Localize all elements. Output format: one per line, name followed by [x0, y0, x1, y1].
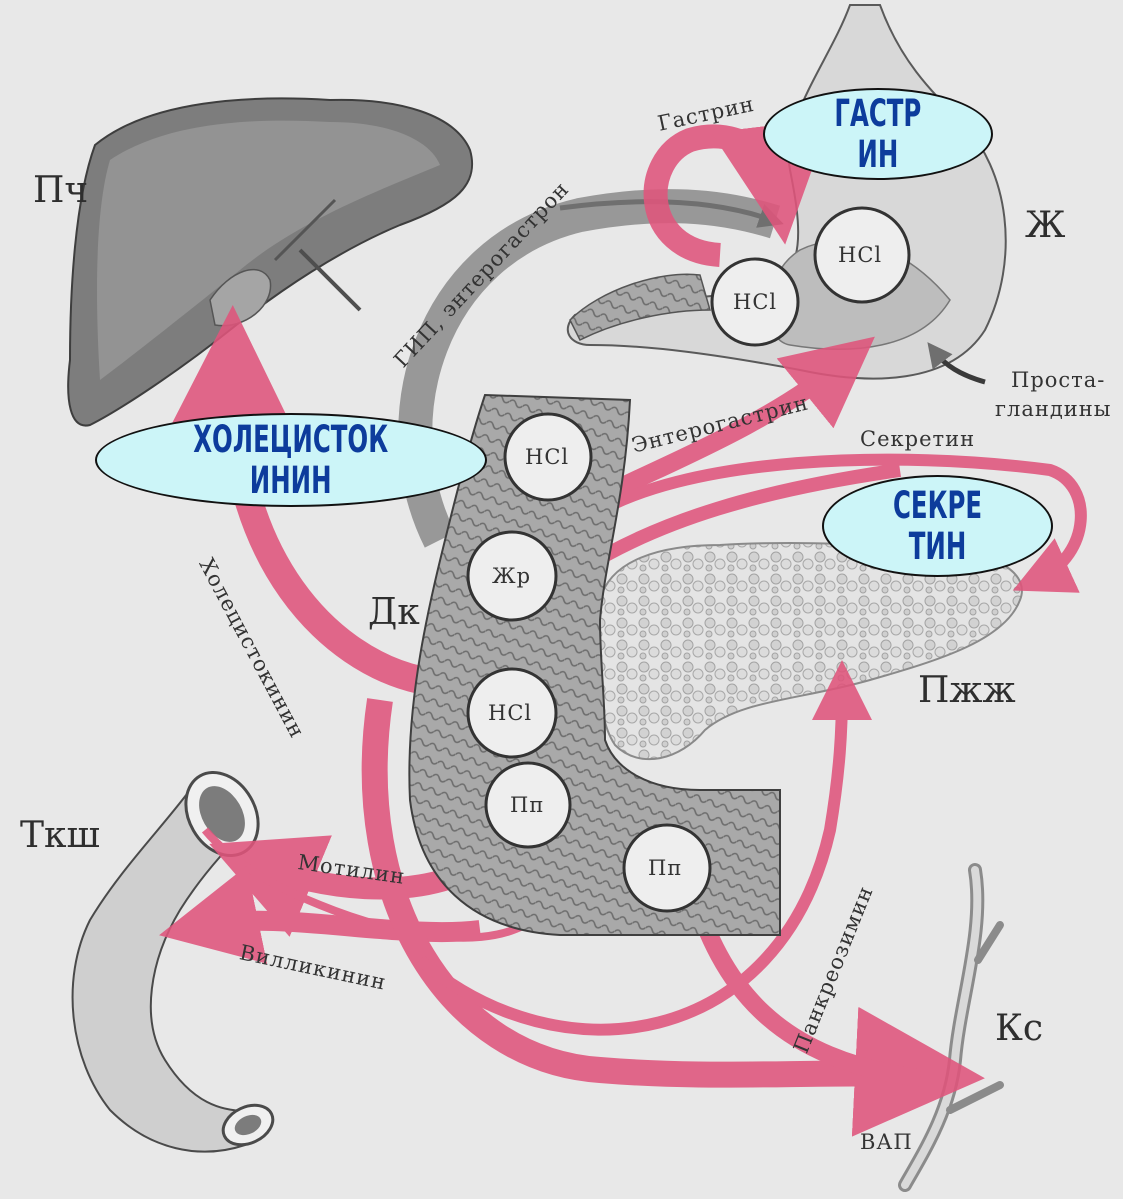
secretin-callout: СЕКРЕ ТИН	[822, 475, 1053, 577]
gastrin-callout: ГАСТР ИН	[763, 88, 993, 180]
stomach-hcl-label-1: HCl	[838, 243, 882, 267]
liver-label: Пч	[33, 170, 88, 211]
gastrin-callout-text: ГАСТР ИН	[835, 93, 922, 175]
duodenum-label: Дк	[368, 592, 420, 633]
pancreas-label: Пжж	[918, 670, 1016, 711]
cholecystokinin-callout: ХОЛЕЦИСТОК ИНИН	[95, 413, 487, 507]
duodenum-hcl-label-2: HCl	[488, 701, 532, 725]
prostaglandins-label-2: гландины	[995, 397, 1112, 421]
stomach-hcl-label-2: HCl	[733, 290, 777, 314]
cholecystokinin-callout-text: ХОЛЕЦИСТОК ИНИН	[194, 419, 389, 501]
vip-label: ВАП	[860, 1130, 913, 1154]
secretin-label: Секретин	[860, 427, 975, 451]
secretin-callout-text: СЕКРЕ ТИН	[893, 485, 982, 567]
duodenum-pp-label-2: Пп	[648, 856, 682, 880]
duodenum-pp-label-1: Пп	[510, 793, 544, 817]
small-intestine-label: Ткш	[20, 815, 100, 856]
prostaglandins-label-1: Проста-	[1011, 368, 1105, 392]
duodenum-fat-label: Жр	[492, 564, 531, 588]
duodenum-hcl-label-1: HCl	[525, 445, 569, 469]
vessel-label: Кс	[995, 1008, 1043, 1049]
stomach-label: Ж	[1025, 205, 1065, 246]
